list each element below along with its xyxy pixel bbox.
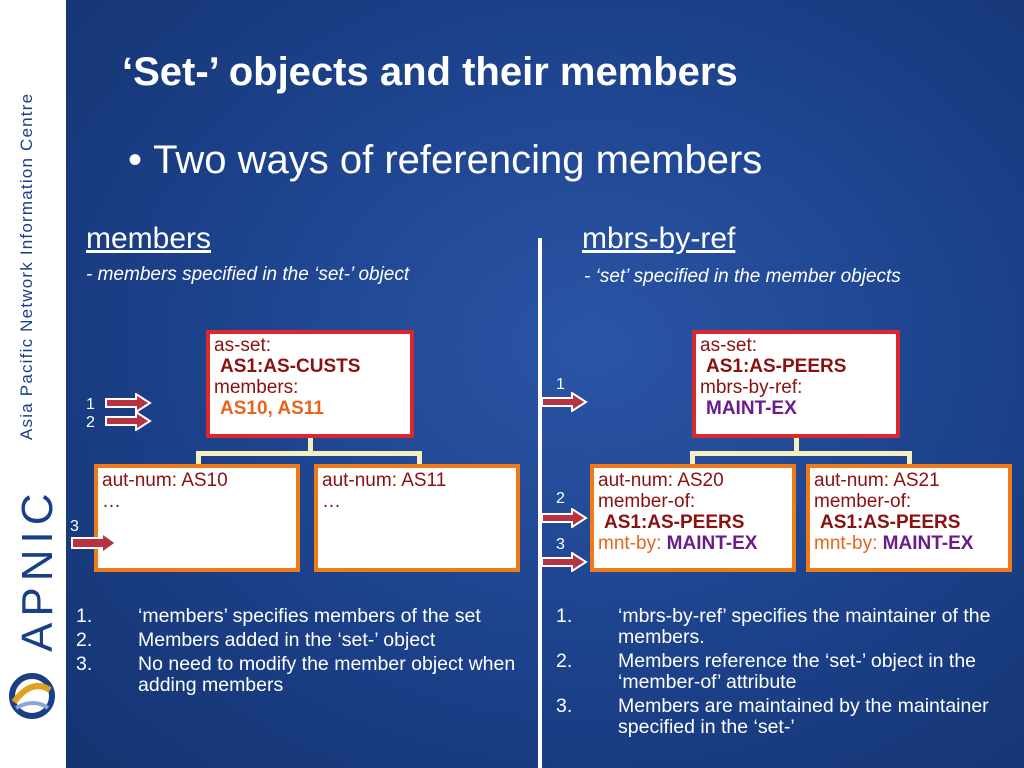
right-heading: mbrs-by-ref: [582, 222, 736, 255]
left-set-val2: AS10, AS11: [220, 398, 324, 419]
list-item-text: Members reference the ‘set-’ object in t…: [618, 650, 977, 693]
right-connector-stem: [794, 438, 799, 454]
apnic-wordmark: APNIC: [6, 480, 62, 660]
left-member1-line2: …: [102, 491, 121, 512]
right-arrow-1-icon: [541, 392, 588, 412]
list-item: 3. No need to modify the member object wh…: [76, 654, 536, 696]
left-arrow-label-2: 2: [86, 414, 95, 431]
left-arrow-3-icon: [71, 532, 118, 554]
left-member2-line1: aut-num: AS11: [322, 470, 447, 491]
right-member2-line3: AS1:AS-PEERS: [820, 512, 961, 533]
slide-bullet: • Two ways of referencing members: [128, 138, 762, 183]
right-member2-line4-key: mnt-by:: [814, 533, 878, 554]
right-member1-line3: AS1:AS-PEERS: [604, 512, 745, 533]
right-member1-line4-key: mnt-by:: [598, 533, 662, 554]
list-item: 2. Members reference the ‘set-’ object in…: [556, 651, 1006, 693]
left-set-key1: as-set:: [214, 335, 272, 356]
list-item-number: 2.: [556, 650, 573, 672]
slide-title: ‘Set-’ objects and their members: [122, 50, 738, 94]
org-name-text: Asia Pacific Network Information Centre: [17, 93, 36, 440]
right-set-box: as-set: AS1:AS-PEERS mbrs-by-ref: MAINT-…: [692, 330, 900, 438]
left-subheading: - members specified in the ‘set-’ object: [86, 264, 410, 285]
left-set-box: as-set: AS1:AS-CUSTS members: AS10, AS11: [206, 330, 414, 438]
list-item-number: 3.: [76, 653, 93, 675]
column-divider: [538, 238, 542, 768]
right-member2-line4-val: MAINT-EX: [882, 533, 974, 554]
list-item-number: 1.: [76, 605, 93, 627]
left-arrow-label-1: 1: [86, 396, 95, 413]
bullet-dot: •: [128, 138, 143, 182]
right-member2-line1: aut-num: AS21: [814, 470, 940, 491]
right-set-key2: mbrs-by-ref:: [700, 377, 803, 398]
right-arrow-2-icon: [541, 508, 588, 528]
left-arrow-1-icon: [105, 393, 152, 413]
list-item: 3. Members are maintained by the maintain…: [556, 696, 1006, 738]
list-item-number: 1.: [556, 605, 573, 627]
left-member2-line2: …: [322, 491, 341, 512]
sidebar: Asia Pacific Network Information Centre …: [0, 0, 66, 768]
left-member1-line1: aut-num: AS10: [102, 470, 228, 491]
right-arrow-label-1: 1: [556, 376, 565, 393]
right-set-val1: AS1:AS-PEERS: [706, 356, 847, 377]
left-connector-bar: [196, 451, 422, 456]
list-item: 2. Members added in the ‘set-’ object: [76, 630, 536, 651]
left-arrow-label-3: 3: [70, 518, 79, 535]
org-name-vertical: Asia Pacific Network Information Centre: [6, 0, 36, 450]
right-member-box-1: aut-num: AS20 member-of: AS1:AS-PEERS mn…: [590, 464, 796, 572]
left-connector-drop2: [417, 451, 422, 467]
right-numbered-list: 1. ‘mbrs-by-ref’ specifies the maintainer…: [556, 606, 1006, 741]
right-member-box-2: aut-num: AS21 member-of: AS1:AS-PEERS mn…: [806, 464, 1012, 572]
right-connector-bar: [690, 451, 912, 456]
list-item: 1. ‘mbrs-by-ref’ specifies the maintainer…: [556, 606, 1006, 648]
right-set-val2: MAINT-EX: [706, 398, 797, 419]
left-connector-stem: [308, 438, 313, 454]
right-set-key1: as-set:: [700, 335, 758, 356]
list-item-text: ‘members’ specifies members of the set: [138, 605, 481, 627]
right-member1-line1: aut-num: AS20: [598, 470, 724, 491]
right-connector-drop1: [690, 451, 695, 467]
left-connector-drop1: [196, 451, 201, 467]
right-member2-line2: member-of:: [814, 491, 912, 512]
left-member-box-1: aut-num: AS10 …: [94, 464, 300, 572]
right-arrow-label-3: 3: [556, 536, 565, 553]
apnic-wordmark-text: APNIC: [13, 488, 58, 652]
right-arrow-label-2: 2: [556, 490, 565, 507]
left-arrow-2-icon: [105, 411, 152, 431]
apnic-logo-icon: [4, 668, 60, 724]
org-name-svg: Asia Pacific Network Information Centre: [17, 93, 36, 440]
right-connector-drop2: [907, 451, 912, 467]
bullet-text: Two ways of referencing members: [153, 138, 763, 182]
right-subheading: - ‘set’ specified in the member objects: [584, 266, 901, 287]
right-member1-line2: member-of:: [598, 491, 696, 512]
left-set-val1: AS1:AS-CUSTS: [220, 356, 361, 377]
list-item: 1. ‘members’ specifies members of the set: [76, 606, 536, 627]
list-item-number: 2.: [76, 629, 93, 651]
left-heading: members: [86, 222, 212, 255]
list-item-number: 3.: [556, 695, 573, 717]
left-member-box-2: aut-num: AS11 …: [314, 464, 520, 572]
list-item-text: Members are maintained by the maintainer…: [618, 695, 989, 738]
left-set-key2: members:: [214, 377, 299, 398]
right-member1-line4-val: MAINT-EX: [666, 533, 758, 554]
list-item-text: No need to modify the member object when…: [138, 653, 516, 696]
left-numbered-list: 1. ‘members’ specifies members of the set…: [76, 606, 536, 699]
right-arrow-3-icon: [541, 552, 588, 572]
list-item-text: ‘mbrs-by-ref’ specifies the maintainer o…: [618, 605, 991, 648]
list-item-text: Members added in the ‘set-’ object: [138, 629, 436, 651]
